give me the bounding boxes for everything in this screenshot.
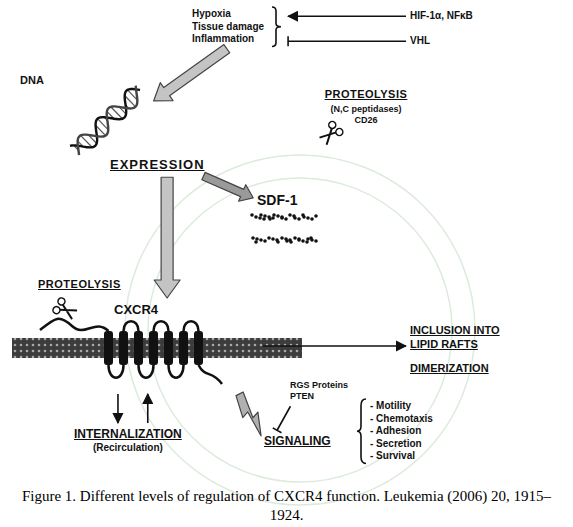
ligand-dot [263, 214, 267, 218]
brace-path [272, 7, 281, 47]
ligand-dot [251, 236, 255, 240]
node-text: DNA [20, 74, 150, 88]
flow-arrow [263, 345, 406, 347]
scissors-icon [52, 297, 79, 322]
brace-path [357, 399, 366, 464]
outcome-list: - Motility- Chemotaxis- Adhesion- Secret… [356, 398, 435, 465]
ligand-dot [297, 238, 301, 242]
ligand-dot [314, 214, 318, 218]
block-arrow [202, 172, 253, 201]
figure-caption: Figure 1. Different levels of regulation… [14, 487, 559, 525]
process-heading: INTERNALIZATION(Recirculation) [72, 425, 184, 457]
node-text: RGS Proteins PTEN [290, 380, 354, 403]
node-text: VHL [410, 35, 430, 48]
ligand-dot [297, 217, 301, 221]
dna-helix: DNA [18, 72, 152, 158]
curly-brace [271, 6, 283, 48]
activator-label: HIF-1α, NFκB [408, 8, 475, 25]
ligand-dot [289, 240, 293, 244]
ligand-dot [310, 217, 314, 221]
ligand-dot [301, 239, 305, 243]
node-text: - Survival [370, 450, 433, 463]
ligand-dot [250, 213, 254, 217]
flow-arrow [117, 394, 119, 423]
block-arrow [154, 177, 180, 298]
node-text: Inflammation [192, 33, 264, 46]
ligand-dot [263, 239, 267, 243]
node-text: - Chemotaxis [370, 413, 433, 426]
ligand-dot [306, 216, 310, 220]
node-text: - Adhesion [370, 425, 433, 438]
node-text: DIMERIZATION [410, 362, 525, 376]
node-text: - Secretion [370, 438, 433, 451]
ligand-dot [293, 236, 297, 240]
block-arrow [154, 45, 230, 101]
node-text: - Motility [370, 400, 433, 413]
ligand-dot [310, 238, 314, 242]
ligand-dot [267, 236, 271, 240]
ligand-dot [276, 214, 280, 218]
ligand-dot [276, 240, 280, 244]
dna-strand [70, 89, 140, 147]
ligand-dot [302, 215, 306, 219]
node-text: PROTEOLYSIS [38, 278, 121, 292]
ligand-dot [284, 217, 288, 221]
ligand-dot [254, 215, 258, 219]
transmembrane-helices [104, 331, 203, 365]
ligand-molecules [250, 213, 318, 244]
node-text: SDF-1 [257, 192, 297, 210]
ligand-dot [314, 239, 318, 243]
flow-arrow [288, 15, 406, 17]
ligand-dot [293, 216, 297, 220]
curly-brace [356, 398, 368, 465]
inhibition-line [273, 406, 291, 432]
node-text: CXCR4 [114, 302, 259, 318]
scissors-icon [317, 120, 344, 147]
receptor-chain [40, 319, 222, 384]
flow-arrow [147, 394, 149, 423]
ligand-dot [268, 217, 272, 221]
inhibitor-label: RGS Proteins PTEN [288, 378, 356, 405]
inhibitor-label: VHL [408, 33, 432, 50]
ligand-dot [255, 237, 259, 241]
ligand-label: SDF-1 [255, 190, 299, 212]
process-heading: PROTEOLYSIS [36, 276, 123, 294]
ligand-dot [288, 213, 292, 217]
receptor: CXCR4 [112, 300, 261, 392]
ligand-dot [280, 216, 284, 220]
inhibition-line [288, 36, 406, 46]
ligand-dot [259, 238, 263, 242]
ligand-dot [280, 236, 284, 240]
node-text: INCLUSION INTO LIPID RAFTS [410, 324, 525, 352]
node-text: (N,C peptidases) CD26 [324, 104, 408, 127]
ligand-dot [272, 213, 276, 217]
process-heading: EXPRESSION [108, 155, 207, 175]
dna-strand [78, 86, 138, 156]
node-text: PROTEOLYSIS [324, 88, 408, 102]
signal-bolt [236, 392, 261, 436]
ligand-dot [280, 215, 284, 219]
node-text: EXPRESSION [110, 157, 205, 173]
node-text: Tissue damage [192, 21, 264, 34]
ligand-dot [297, 237, 301, 241]
process-heading: PROTEOLYSIS (N,C peptidases) CD26 [322, 86, 410, 128]
node-text: SIGNALING [264, 434, 331, 449]
ligand-dot [259, 213, 263, 217]
ligand-dot [285, 239, 289, 243]
node-text: (Recirculation) [74, 442, 182, 455]
node-text: INTERNALIZATION [74, 427, 182, 442]
process-heading: INCLUSION INTO LIPID RAFTS DIMERIZATION [408, 322, 527, 377]
node-text: HIF-1α, NFκB [410, 10, 473, 23]
process-heading: SIGNALING [262, 432, 333, 451]
node-text: Hypoxia [192, 8, 264, 21]
ligand-dot [306, 237, 310, 241]
stimulus-list: HypoxiaTissue damageInflammation [190, 6, 286, 48]
ligand-dot [271, 237, 275, 241]
